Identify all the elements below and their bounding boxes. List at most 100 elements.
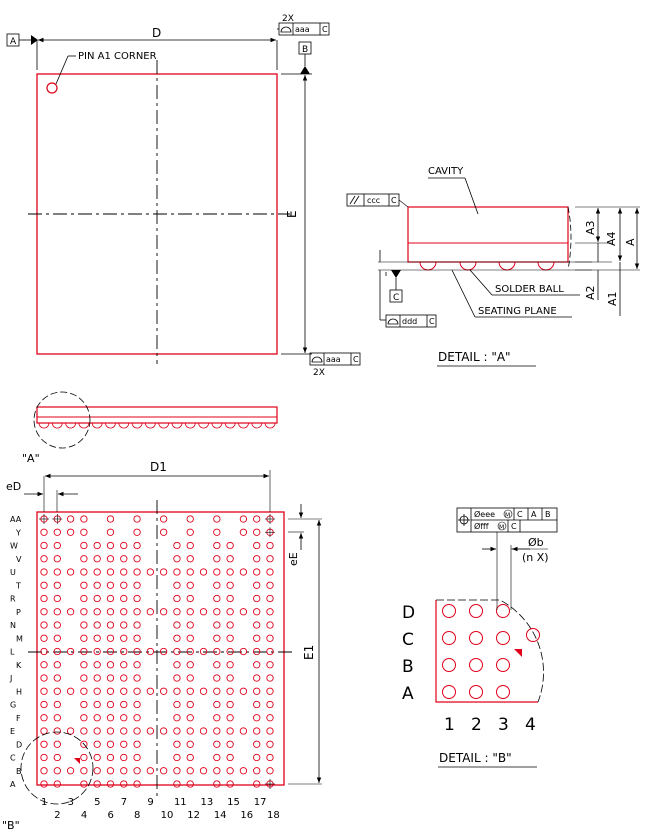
- bga-ball: [146, 608, 155, 616]
- bga-ball: [106, 541, 115, 550]
- bga-ball: [66, 608, 75, 616]
- detail-b-ball: [442, 604, 456, 618]
- bga-ball: [253, 581, 261, 589]
- bga-ball: [106, 661, 115, 669]
- bga-ball: [80, 753, 88, 762]
- detail-b-ball: [526, 628, 540, 642]
- bga-ball: [53, 608, 61, 616]
- dim-d-label: D: [152, 26, 161, 40]
- bga-ball: [213, 541, 221, 550]
- col-label-even: 16: [240, 810, 253, 821]
- bga-ball: [173, 608, 181, 616]
- flatness-symbol-bottom-icon: [311, 356, 323, 363]
- side-ball: [78, 422, 90, 429]
- bga-ball: [253, 555, 261, 563]
- seating-plane-label: SEATING PLANE: [478, 306, 557, 317]
- bga-ball: [186, 753, 194, 762]
- bga-ball: [53, 767, 61, 775]
- bga-ball: [173, 753, 181, 762]
- parallelism-icon: [349, 195, 360, 205]
- bga-ball: [266, 740, 274, 748]
- bga-ball: [93, 661, 101, 669]
- detail-b-ball: [469, 658, 483, 672]
- bga-ball: [186, 515, 194, 523]
- detail-b-row-label: C: [402, 630, 414, 650]
- bga-ball: [253, 700, 261, 709]
- col-label-odd: 7: [121, 797, 127, 808]
- bga-ball: [93, 568, 101, 576]
- bga-ball: [53, 621, 61, 629]
- bga-ball: [186, 555, 194, 563]
- bga-ball: [213, 767, 221, 775]
- bga-ball: [213, 674, 221, 682]
- bga-ball: [226, 634, 234, 642]
- bga-ball: [266, 647, 274, 656]
- col-label-even: 14: [214, 810, 227, 821]
- bga-ball: [40, 740, 48, 748]
- bga-ball: [106, 515, 115, 523]
- bga-ball: [106, 714, 115, 722]
- bga-ball: [199, 647, 208, 656]
- bga-ball: [40, 568, 48, 576]
- bga-ball: [159, 608, 168, 616]
- bga-ball: [253, 753, 261, 762]
- bga-ball: [133, 740, 141, 748]
- bga-ball: [120, 621, 128, 629]
- cavity-label: CAVITY: [428, 166, 464, 177]
- bga-ball: [80, 634, 88, 642]
- dim-a4-label: A4: [605, 231, 618, 246]
- bga-ball: [53, 674, 61, 682]
- count-2x-top: 2X: [282, 14, 294, 24]
- bga-ball: [226, 767, 234, 775]
- bga-ball: [186, 674, 194, 682]
- tol-flatness-top: aaa: [295, 25, 310, 34]
- bga-ball: [266, 581, 274, 589]
- a1-index-mark: [74, 758, 80, 764]
- datum-ref-c-bottom: C: [353, 355, 359, 364]
- bga-ball: [80, 594, 88, 603]
- flatness-symbol-detail-icon: [387, 318, 399, 325]
- pos-datum-row2: C: [511, 522, 517, 531]
- col-label-odd: 3: [68, 797, 74, 808]
- bga-ball: [159, 647, 168, 656]
- bga-ball: [40, 647, 48, 656]
- bga-ball: [253, 727, 261, 735]
- bga-ball: [120, 608, 128, 616]
- bga-ball: [253, 767, 261, 775]
- row-label: N: [10, 621, 16, 630]
- bga-ball: [266, 608, 274, 616]
- bga-ball: [226, 555, 234, 563]
- bga-ball: [226, 661, 234, 669]
- bga-ball: [93, 674, 101, 682]
- dim-a3-label: A3: [584, 220, 597, 235]
- bga-ball: [120, 581, 128, 589]
- bga-ball: [53, 528, 61, 536]
- detail-b-ball: [442, 658, 456, 672]
- bga-ball: [239, 515, 248, 523]
- pin-a1-triangle-icon: [514, 649, 522, 657]
- detail-b-ball: [469, 604, 483, 618]
- bga-ball: [173, 727, 181, 735]
- bga-ball: [266, 700, 274, 709]
- bga-ball: [173, 634, 181, 642]
- bga-ball: [93, 634, 101, 642]
- bga-ball: [213, 608, 221, 616]
- solder-ball-label: SOLDER BALL: [495, 284, 564, 295]
- pos-datum-b: B: [545, 510, 551, 519]
- bga-ball: [120, 714, 128, 722]
- bga-ball: [40, 687, 48, 695]
- bga-ball: [173, 780, 181, 788]
- bga-ball: [173, 541, 181, 550]
- detail-b-ball: [469, 631, 483, 645]
- bga-ball: [253, 594, 261, 603]
- detail-b-ball: [442, 685, 456, 699]
- bga-ball: [213, 647, 221, 656]
- bga-ball: [266, 594, 274, 603]
- bga-ball: [159, 727, 168, 735]
- dim-ed-label: eD: [6, 480, 21, 493]
- bga-ball: [253, 541, 261, 550]
- detail-b-ball: [496, 604, 510, 618]
- bga-ball: [173, 714, 181, 722]
- bga-ball: [80, 608, 88, 616]
- bga-ball: [133, 568, 141, 576]
